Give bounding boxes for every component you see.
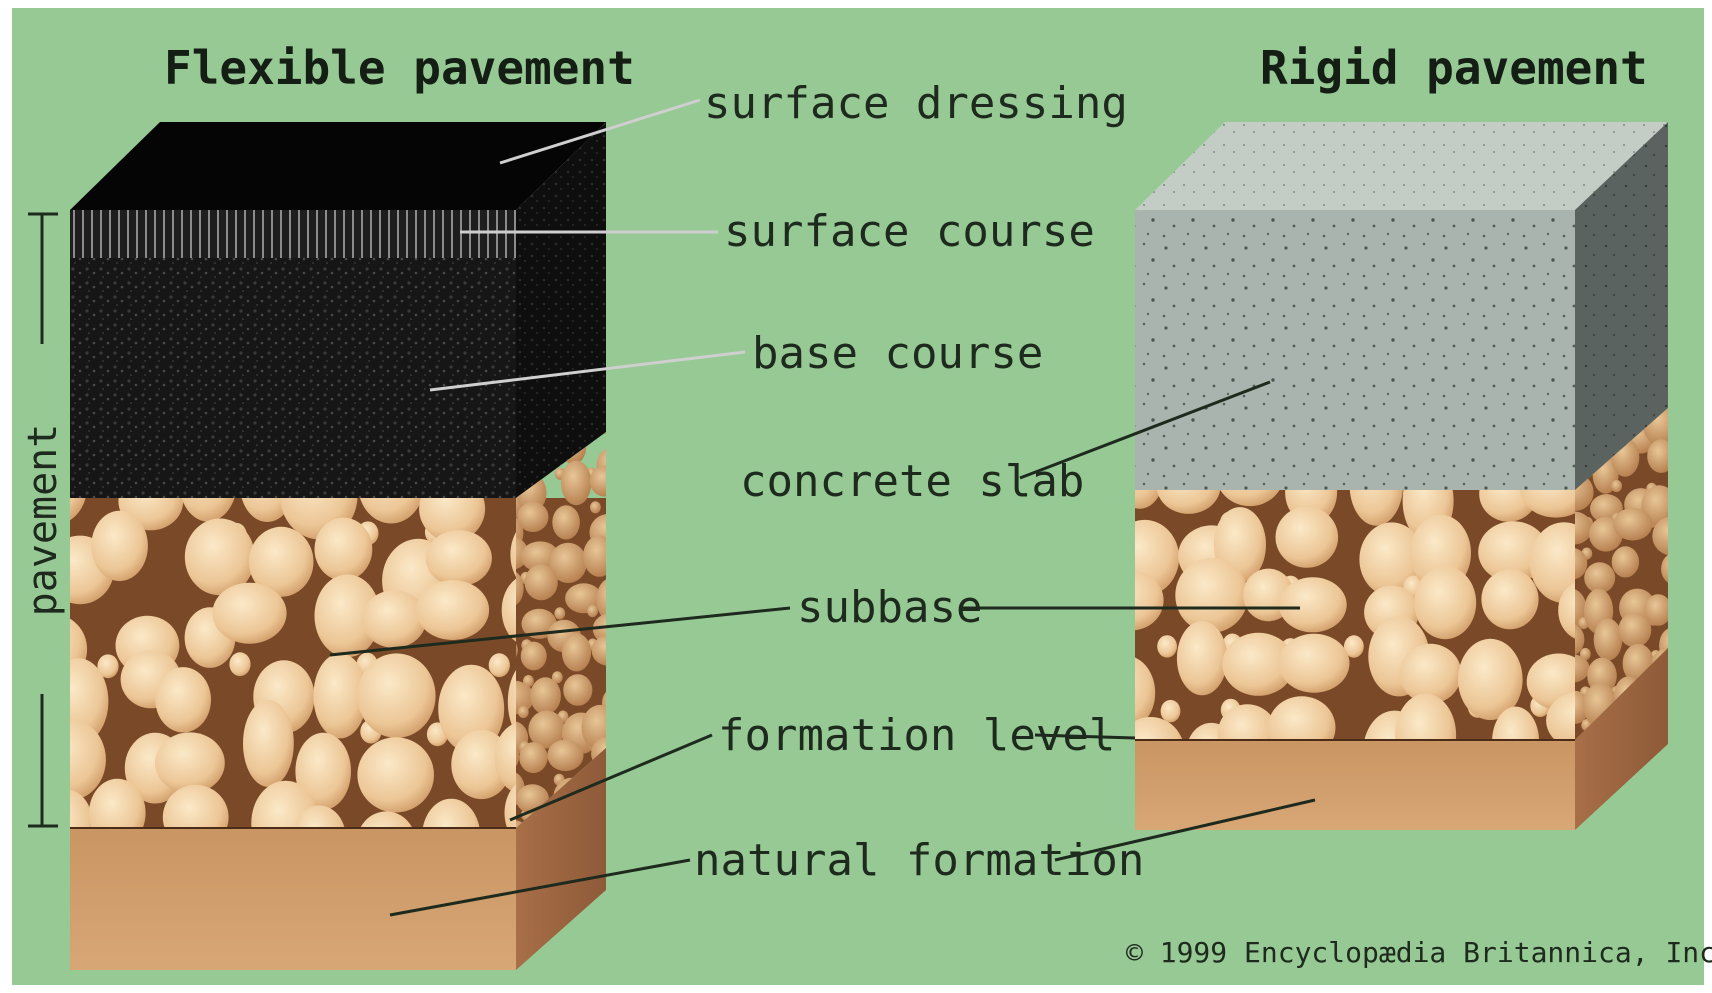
subbase-pebble [229,652,250,676]
subbase-stone [1647,439,1675,473]
rigid-natural-formation-front [1135,740,1575,830]
subbase-pebble [1680,585,1691,597]
subbase-stone [1613,508,1652,541]
subbase-pebble [1157,635,1177,657]
subbase-stone [1594,619,1623,661]
subbase-stone [243,700,294,787]
subbase-pebble [626,807,637,819]
subbase-stone [155,667,211,732]
subbase-stone [362,590,426,648]
subbase-pebble [1682,446,1693,458]
subbase-stone [1279,577,1347,632]
surface-course-front [70,210,516,258]
rigid-pavement-title: Rigid pavement [1260,41,1648,95]
subbase-stone [1584,562,1615,593]
subbase-pebble [554,607,565,619]
subbase-pebble [1680,513,1691,525]
subbase-pebble [518,706,529,718]
subbase-stone [590,466,620,497]
subbase-pebble [622,540,633,552]
subbase-stone [596,578,628,622]
subbase-stone [357,737,434,812]
subbase-pebble [1682,651,1693,663]
subbase-stone [1661,553,1688,585]
subbase-stone [1100,570,1164,630]
pavement-side-label: pavement [20,424,66,617]
subbase-stone [517,502,548,532]
subbase-stone [530,677,561,714]
subbase-pebble [587,605,598,617]
flexible-pavement-block [20,122,637,970]
subbase-pebble [621,467,632,479]
subbase-pebble [1681,750,1692,762]
subbase-stone [521,642,547,671]
subbase-stone [1177,621,1227,695]
subbase-pebble [1161,700,1181,722]
subbase-stone [315,518,373,581]
subbase-stone [1612,546,1639,577]
concrete-slab-top [1135,122,1668,210]
subbase-stone [602,687,632,721]
subbase-stone [1652,517,1690,556]
subbase-stone [525,564,558,600]
subbase-stone [1175,558,1248,633]
base-course-front [70,258,516,498]
subbase-stone [561,461,591,506]
subbase-stone [562,633,591,671]
subbase-stone [212,583,286,644]
subbase-pebble [1684,409,1695,421]
label-concrete-slab: concrete slab [740,456,1084,507]
surface-dressing-top [70,122,606,210]
label-natural-formation: natural formation [694,835,1144,886]
subbase-stone [563,674,592,706]
subbase-stone [552,505,580,539]
subbase-stone [426,530,492,586]
subbase-stone [583,535,616,576]
subbase-stone [1276,507,1339,568]
flexible-pavement-title: Flexible pavement [164,41,635,95]
subbase-pebble [489,653,510,677]
subbase-stone [519,742,547,773]
subbase-stone [547,740,583,772]
subbase-pebble [1680,482,1691,494]
subbase-pebble [624,675,635,687]
subbase-stone [1481,569,1538,629]
subbase-stone [155,732,225,793]
copyright-notice: © 1999 Encyclopædia Britannica, Inc [1126,936,1712,969]
subbase-stone [1414,566,1476,639]
subbase-stone [357,653,435,738]
subbase-stone [1618,613,1651,648]
label-formation-level: formation level [718,710,1115,761]
concrete-slab-front [1135,210,1575,490]
label-surface-course: surface course [724,206,1095,257]
subbase-stone [34,719,106,800]
subbase-pebble [590,501,601,513]
subbase-pebble [625,437,636,449]
subbase-stone [91,511,148,581]
natural-formation-front [70,828,516,970]
subbase-stone [416,580,489,640]
subbase-pebble [625,779,636,791]
subbase-stone [1279,634,1350,693]
label-base-course: base course [752,328,1043,379]
subbase-pebble [1611,480,1622,492]
subbase-stone [592,636,625,666]
label-surface-dressing: surface dressing [704,78,1128,129]
label-subbase: subbase [797,582,982,633]
rigid-pavement-block [1095,122,1695,830]
